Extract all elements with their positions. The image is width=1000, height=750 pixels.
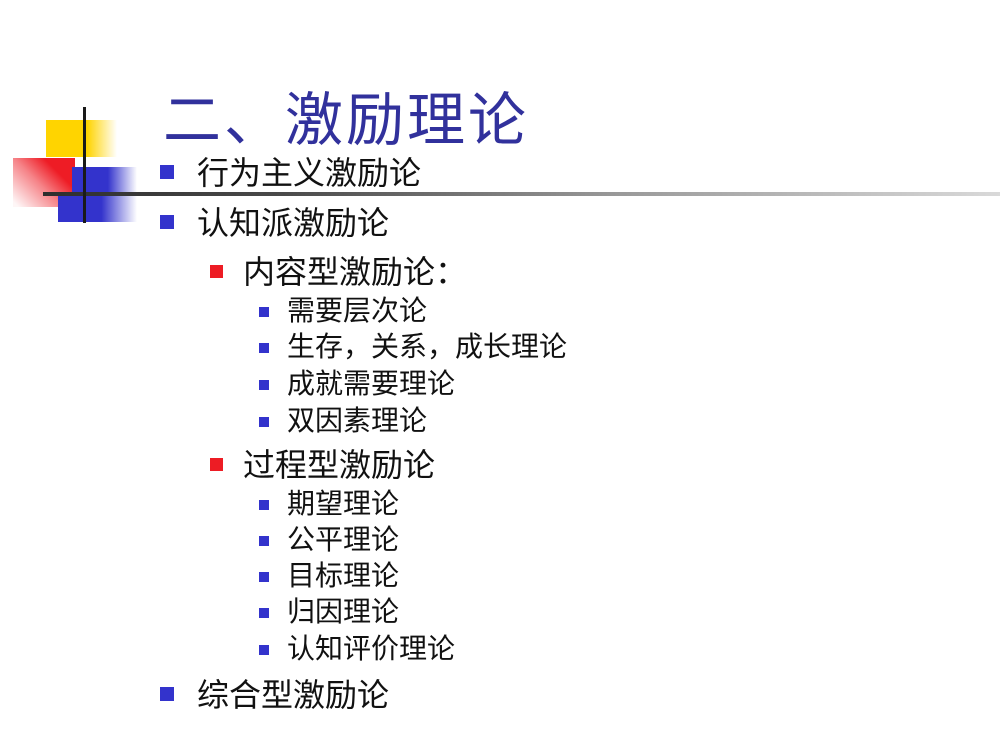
- decor-blue-square-bottom: [58, 196, 137, 222]
- list-item: 认知派激励论: [160, 203, 389, 243]
- list-item: 公平理论: [259, 524, 399, 558]
- list-item-label: 双因素理论: [287, 406, 428, 437]
- list-item: 内容型激励论：: [210, 252, 467, 292]
- decor-yellow-square: [46, 120, 117, 157]
- slide-title: 二、激励理论: [163, 88, 530, 153]
- list-item-label: 成就需要理论: [287, 369, 456, 400]
- decor-blue-square-top: [72, 167, 137, 196]
- decor-vertical-line: [83, 107, 86, 223]
- decor-horizontal-rule: [43, 192, 1000, 196]
- list-item: 归因理论: [259, 596, 399, 630]
- list-item-label: 归因理论: [287, 597, 400, 628]
- list-item-label: 目标理论: [287, 561, 400, 592]
- blue-square-bullet-icon: [259, 572, 269, 582]
- list-item-label: 需要层次论: [287, 296, 428, 327]
- blue-square-bullet-icon: [160, 687, 174, 701]
- list-item-label: 生存，关系，成长理论: [287, 332, 568, 363]
- list-item: 综合型激励论: [160, 675, 389, 715]
- red-square-bullet-icon: [210, 265, 223, 278]
- blue-square-bullet-icon: [259, 343, 269, 353]
- red-square-bullet-icon: [210, 458, 223, 471]
- blue-square-bullet-icon: [259, 380, 269, 390]
- blue-square-bullet-icon: [259, 608, 269, 618]
- list-item: 行为主义激励论: [160, 153, 421, 193]
- list-item: 目标理论: [259, 560, 399, 594]
- blue-square-bullet-icon: [259, 417, 269, 427]
- list-item-label: 行为主义激励论: [197, 155, 422, 191]
- blue-square-bullet-icon: [259, 536, 269, 546]
- list-item-label: 认知评价理论: [287, 634, 456, 665]
- list-item-label: 综合型激励论: [197, 677, 390, 713]
- list-item-label: 过程型激励论: [243, 447, 436, 483]
- blue-square-bullet-icon: [259, 307, 269, 317]
- blue-square-bullet-icon: [160, 215, 174, 229]
- list-item: 双因素理论: [259, 405, 427, 439]
- list-item: 过程型激励论: [210, 445, 435, 485]
- blue-square-bullet-icon: [259, 500, 269, 510]
- list-item: 认知评价理论: [259, 633, 455, 667]
- list-item-label: 公平理论: [287, 525, 400, 556]
- list-item: 生存，关系，成长理论: [259, 331, 567, 365]
- list-item-label: 认知派激励论: [197, 205, 390, 241]
- list-item: 需要层次论: [259, 295, 427, 329]
- list-item: 成就需要理论: [259, 368, 455, 402]
- blue-square-bullet-icon: [259, 645, 269, 655]
- list-item-label: 期望理论: [287, 489, 400, 520]
- list-item: 期望理论: [259, 488, 399, 522]
- blue-square-bullet-icon: [160, 165, 174, 179]
- list-item-label: 内容型激励论：: [243, 254, 468, 290]
